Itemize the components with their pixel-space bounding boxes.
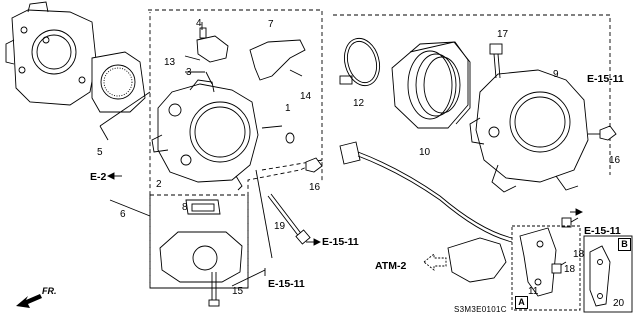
- part-label-7: 7: [268, 19, 274, 30]
- box-label-b: B: [618, 238, 631, 251]
- bracket-7: [249, 39, 306, 81]
- bracket-20: [589, 245, 611, 307]
- atm-arrow: [423, 253, 447, 271]
- front-arrow: [16, 294, 42, 308]
- ref-e1511-mid: E-15-11: [322, 236, 359, 248]
- part-label-11: 11: [528, 286, 539, 297]
- ref-atm2: ATM-2: [375, 260, 407, 272]
- part-label-1: 1: [285, 103, 291, 114]
- ref-e2: E-2: [90, 171, 107, 183]
- part-label-19: 19: [274, 221, 286, 232]
- part-label-13: 13: [164, 57, 176, 68]
- part-label-18-upper: 18: [573, 249, 585, 260]
- gasket-5: [91, 51, 146, 113]
- bracket-lower: [447, 227, 557, 297]
- part-label-6: 6: [120, 209, 126, 220]
- bolt-19: [267, 193, 311, 245]
- diagram-code: S3M3E0101C: [454, 305, 507, 314]
- part-label-8: 8: [182, 202, 188, 213]
- part-label-9: 9: [553, 69, 559, 80]
- part-label-15: 15: [232, 286, 244, 297]
- part-label-14: 14: [300, 91, 312, 102]
- bolt-15: [208, 272, 220, 307]
- intake-plate: [5, 1, 97, 106]
- throttle-body-9: [469, 69, 589, 193]
- clamp-12: [339, 37, 381, 87]
- front-direction-label: FR.: [42, 286, 57, 296]
- intake-duct-10: [391, 41, 471, 129]
- throttle-body-center: [151, 79, 259, 191]
- idle-valve: [159, 199, 243, 283]
- right-group-outline: [333, 14, 611, 175]
- ref-e1511-top: E-15-11: [587, 73, 624, 85]
- part-label-18-lower: 18: [564, 264, 576, 275]
- sensor-harness: [339, 141, 513, 243]
- part-label-20: 20: [613, 298, 625, 309]
- sensor-3: [196, 27, 229, 63]
- part-label-17: 17: [497, 29, 509, 40]
- part-label-5: 5: [97, 147, 103, 158]
- ref-e1511-right: E-15-11: [584, 225, 621, 237]
- part-label-16-center: 16: [309, 182, 321, 193]
- box-label-a: A: [515, 296, 528, 309]
- part-label-12: 12: [353, 98, 365, 109]
- throttle-group-outline: [148, 9, 323, 289]
- part-label-16-right: 16: [609, 155, 621, 166]
- ref-e1511-bot: E-15-11: [268, 278, 305, 290]
- part-label-3: 3: [186, 67, 192, 78]
- part-label-10: 10: [419, 147, 431, 158]
- part-label-2: 2: [156, 179, 162, 190]
- reference-arrows: [106, 172, 584, 276]
- idle-valve-subgroup-outline: [149, 194, 249, 289]
- part-label-4: 4: [196, 18, 202, 29]
